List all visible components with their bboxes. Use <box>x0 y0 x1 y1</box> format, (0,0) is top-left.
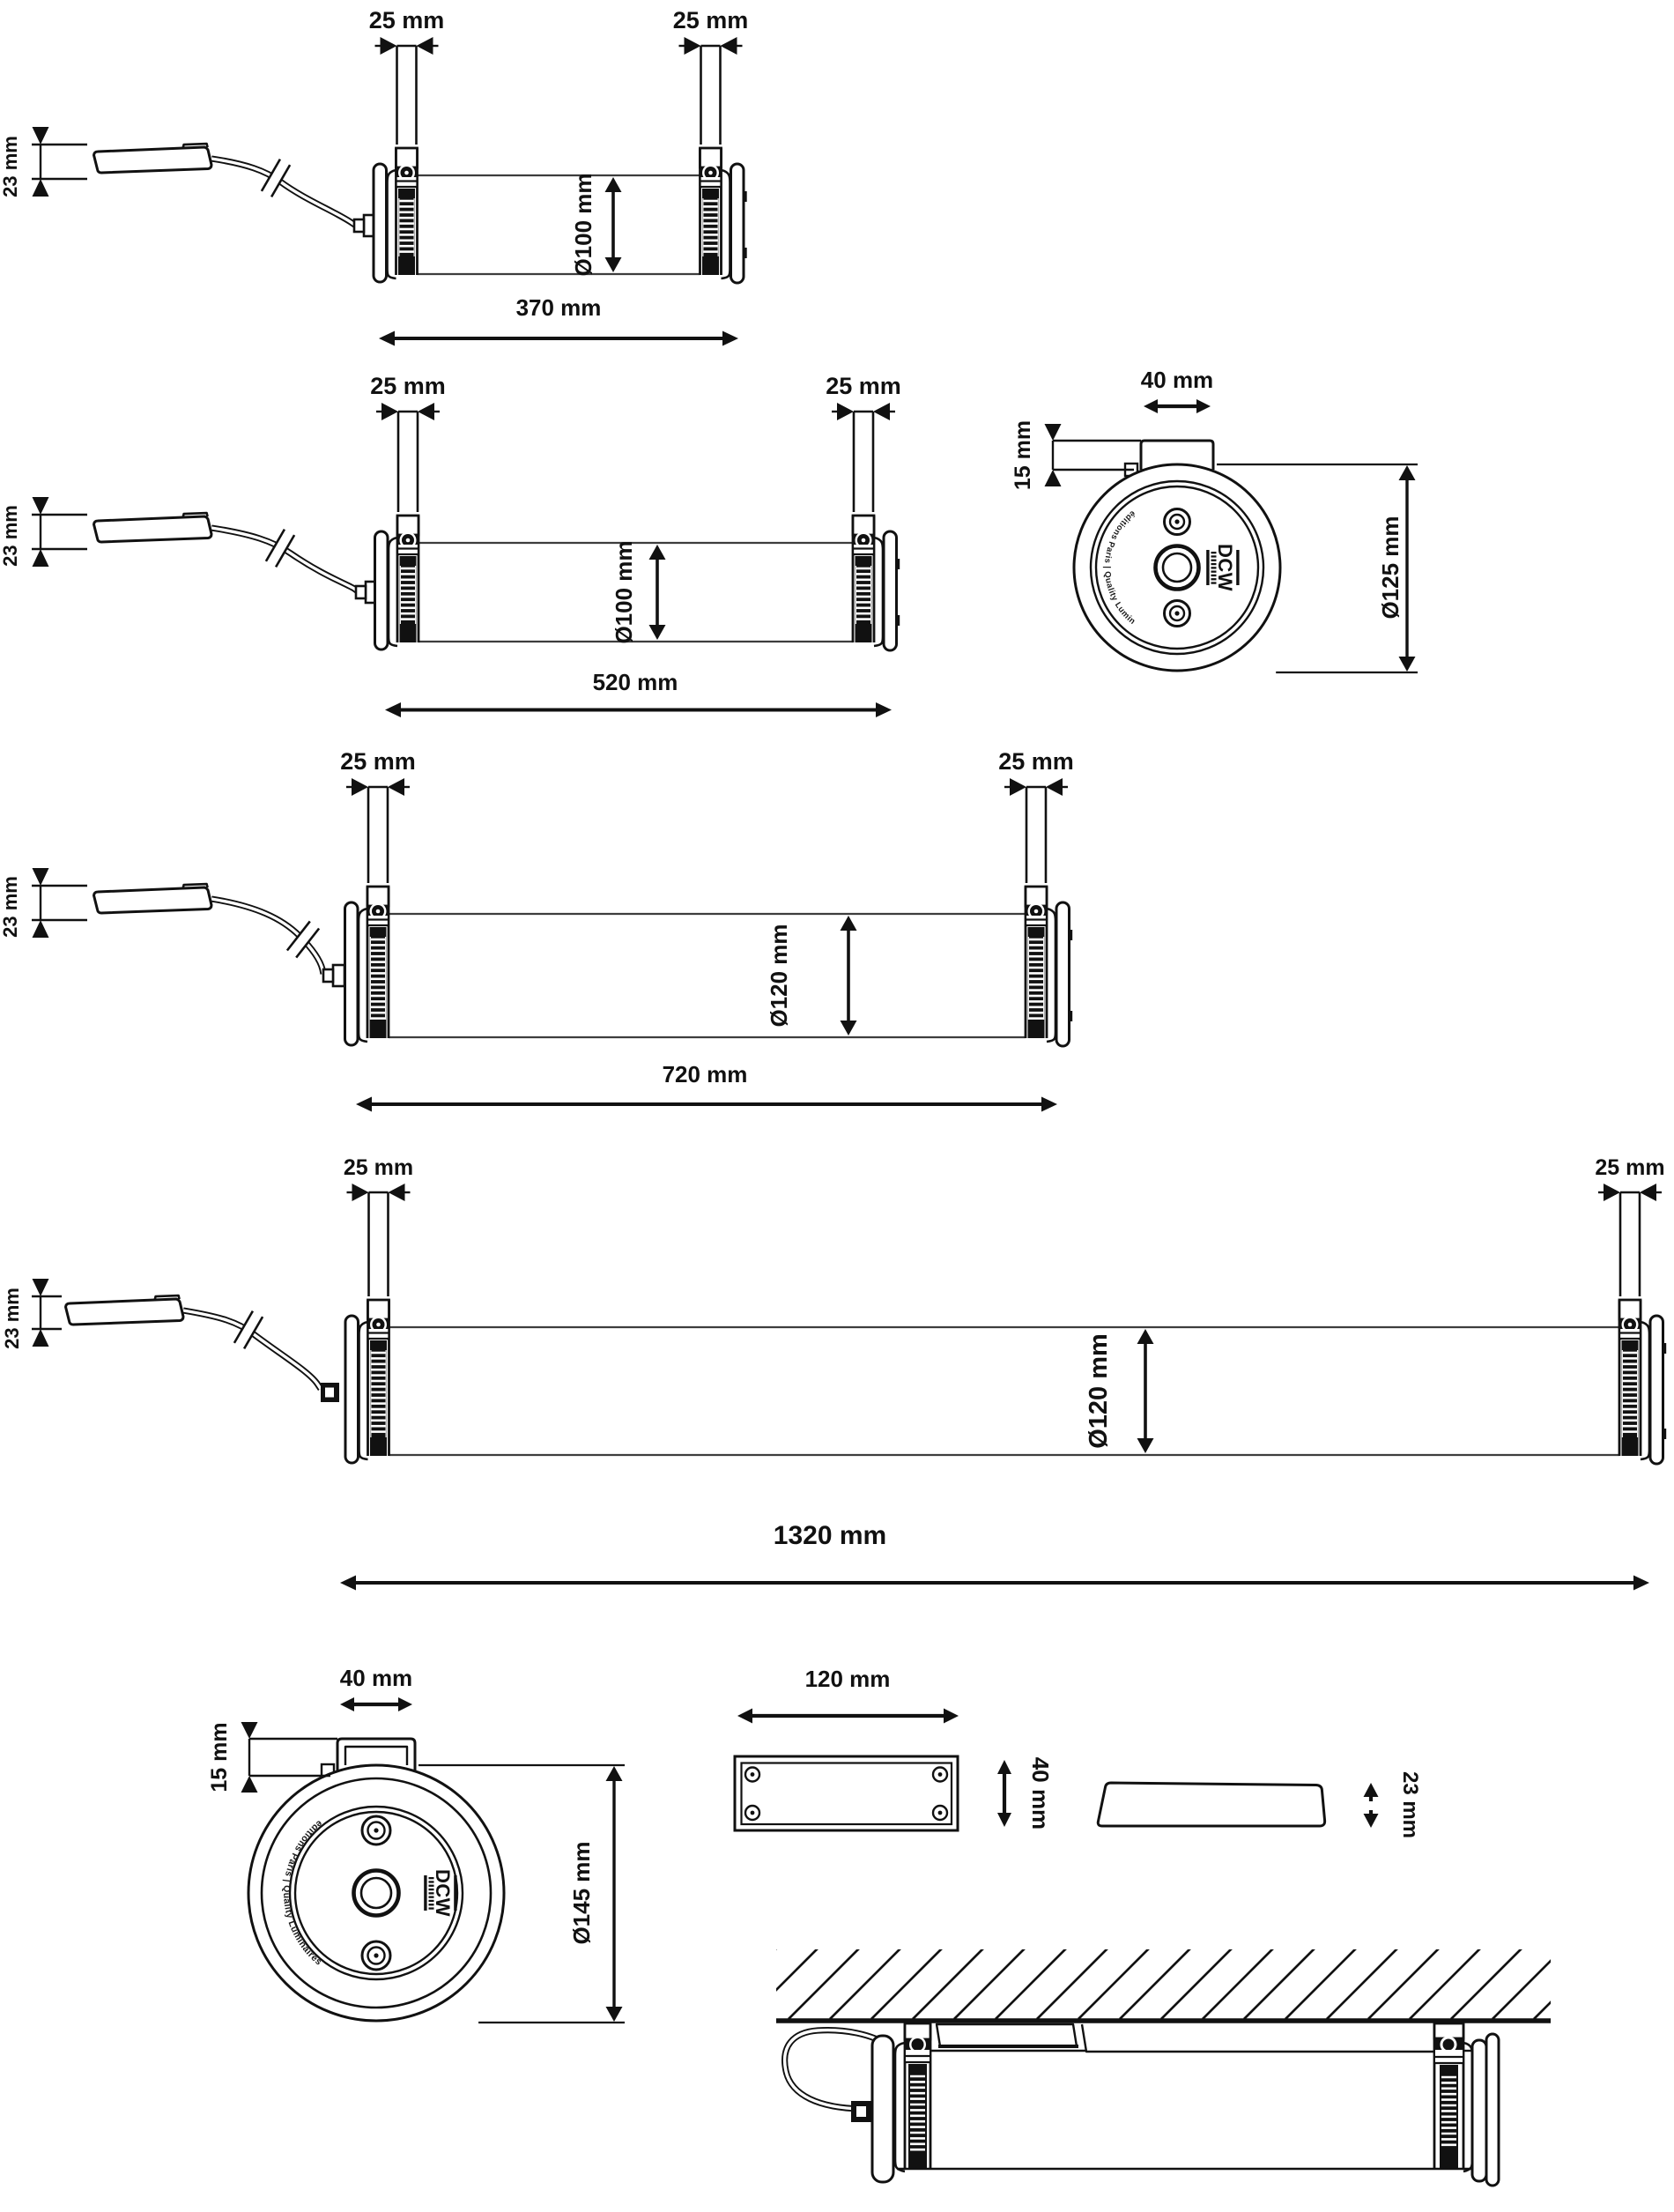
svg-text:25 mm: 25 mm <box>370 373 446 399</box>
svg-text:720 mm: 720 mm <box>663 1061 748 1087</box>
svg-text:15 mm: 15 mm <box>207 1722 232 1792</box>
svg-text:25 mm: 25 mm <box>998 748 1074 775</box>
svg-text:Ø125 mm: Ø125 mm <box>1377 516 1404 619</box>
svg-text:25 mm: 25 mm <box>1595 1155 1664 1180</box>
svg-text:Ø120 mm: Ø120 mm <box>766 924 792 1027</box>
svg-text:DCW: DCW <box>432 1869 454 1917</box>
svg-text:15 mm: 15 mm <box>1011 420 1035 490</box>
svg-text:40 mm: 40 mm <box>1027 1757 1054 1830</box>
svg-text:Ø100 mm: Ø100 mm <box>570 173 596 276</box>
svg-text:23 mm: 23 mm <box>1398 1771 1422 1838</box>
svg-text:520 mm: 520 mm <box>593 669 678 695</box>
svg-text:40 mm: 40 mm <box>340 1665 412 1691</box>
svg-text:40 mm: 40 mm <box>1141 367 1213 393</box>
svg-text:25 mm: 25 mm <box>369 7 445 33</box>
svg-text:1320 mm: 1320 mm <box>774 1521 886 1550</box>
svg-text:Ø120 mm: Ø120 mm <box>1085 1333 1113 1449</box>
svg-text:23 mm: 23 mm <box>0 136 21 197</box>
svg-text:120 mm: 120 mm <box>805 1666 891 1692</box>
svg-text:25 mm: 25 mm <box>340 748 416 775</box>
svg-text:23 mm: 23 mm <box>1 1288 23 1349</box>
svg-text:Ø145 mm: Ø145 mm <box>568 1841 595 1944</box>
svg-text:DCW: DCW <box>1214 544 1236 591</box>
svg-text:23 mm: 23 mm <box>0 876 21 938</box>
svg-text:25 mm: 25 mm <box>673 7 749 33</box>
svg-text:25 mm: 25 mm <box>826 373 901 399</box>
svg-text:370 mm: 370 mm <box>516 294 602 321</box>
svg-text:Ø100 mm: Ø100 mm <box>611 540 637 643</box>
svg-text:23 mm: 23 mm <box>0 505 21 567</box>
svg-text:25 mm: 25 mm <box>344 1155 413 1180</box>
